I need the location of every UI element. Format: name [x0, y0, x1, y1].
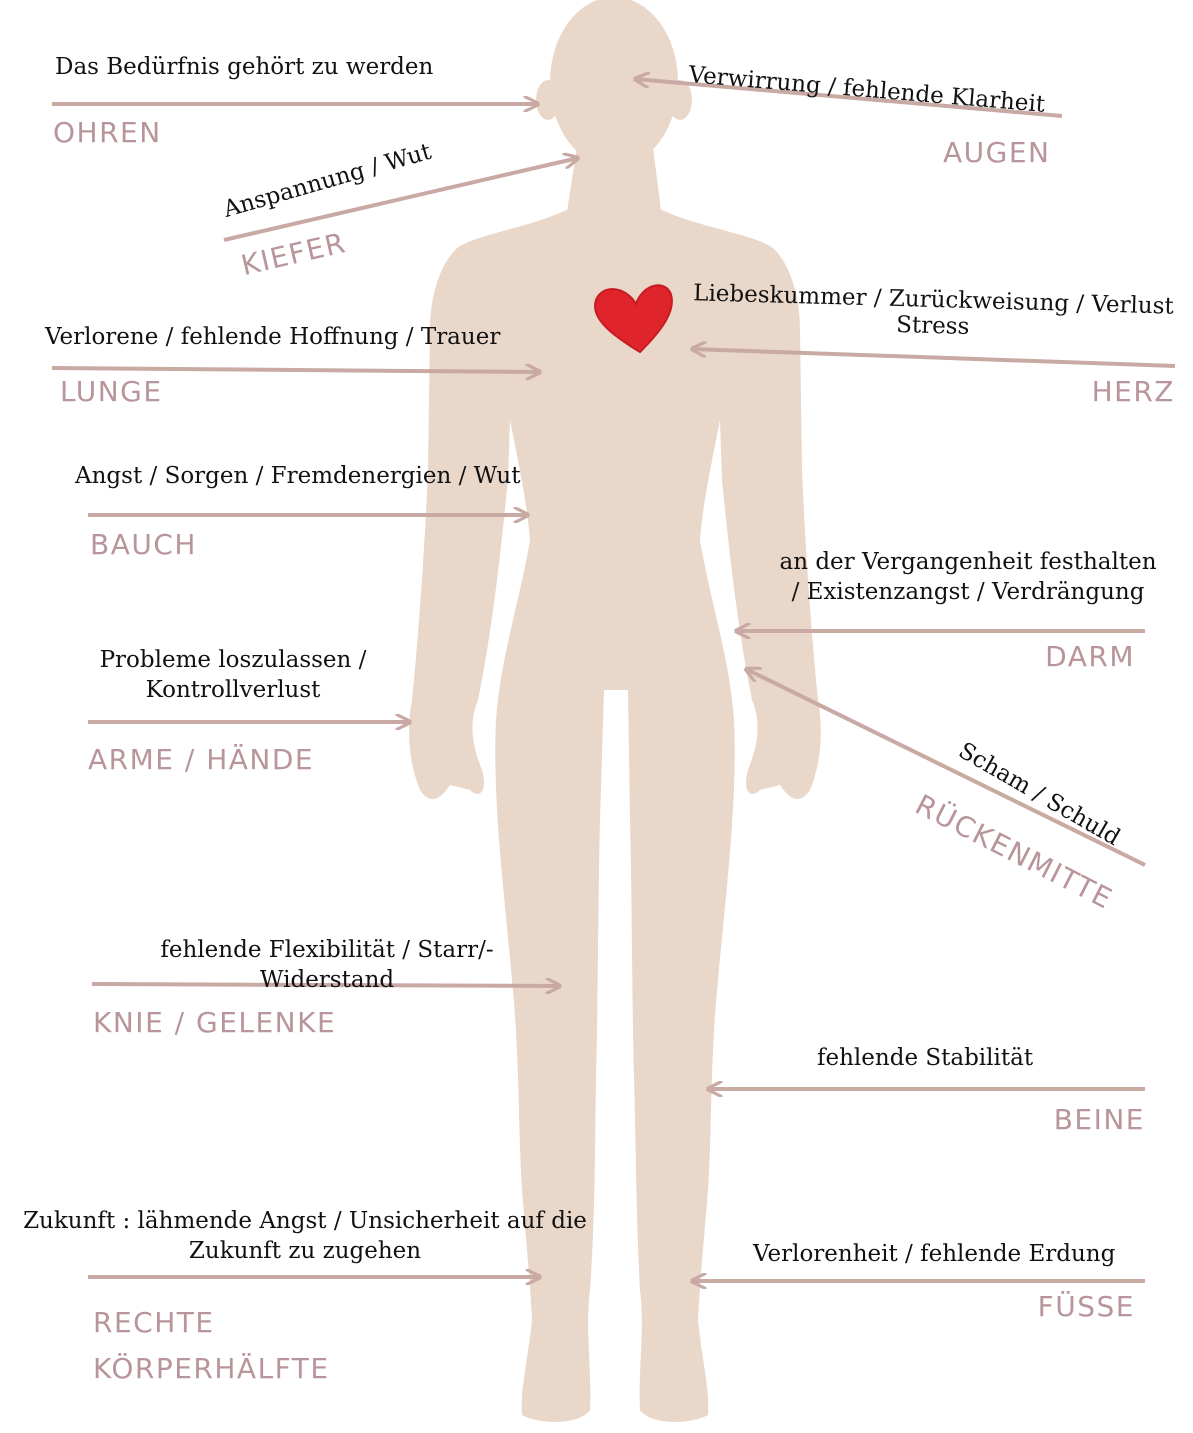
- knie-label: KNIE / GELENKE: [93, 1006, 336, 1040]
- beine-label: BEINE: [970, 1103, 1145, 1137]
- darm-description-line: / Existenzangst / Verdrängung: [768, 577, 1168, 607]
- lunge-description: Verlorene / fehlende Hoffnung / Trauer: [45, 322, 500, 352]
- darm-label: DARM: [960, 640, 1135, 674]
- knie-description-line: fehlende Flexibilität / Starr/-: [142, 935, 512, 965]
- arme-description: Probleme loszulassen / Kontrollverlust: [88, 645, 378, 705]
- rechte-description-line: Zukunft : lähmende Angst / Unsicherheit …: [10, 1206, 600, 1236]
- knie-description: fehlende Flexibilität / Starr/- Widersta…: [142, 935, 512, 995]
- rechte-description-line: Zukunft zu zugehen: [10, 1236, 600, 1266]
- neck-shape: [566, 140, 662, 218]
- darm-description: an der Vergangenheit festhalten / Existe…: [768, 547, 1168, 607]
- ohren-description: Das Bedürfnis gehört zu werden: [55, 52, 433, 82]
- beine-description: fehlende Stabilität: [817, 1043, 1033, 1073]
- left-ear-shape: [536, 80, 560, 120]
- fuesse-description-line: Verlorenheit / fehlende Erdung: [753, 1239, 1115, 1269]
- rechte-label-line: KÖRPERHÄLFTE: [93, 1346, 330, 1392]
- ohren-description-line: Das Bedürfnis gehört zu werden: [55, 52, 433, 82]
- arme-description-line: Kontrollverlust: [88, 675, 378, 705]
- bauch-description: Angst / Sorgen / Fremdenergien / Wut: [75, 461, 520, 491]
- beine-description-line: fehlende Stabilität: [817, 1043, 1033, 1073]
- fuesse-description: Verlorenheit / fehlende Erdung: [753, 1239, 1115, 1269]
- bauch-description-line: Angst / Sorgen / Fremdenergien / Wut: [75, 461, 520, 491]
- ohren-label: OHREN: [53, 116, 162, 150]
- arme-label: ARME / HÄNDE: [88, 743, 314, 777]
- bauch-label: BAUCH: [90, 528, 197, 562]
- augen-label: AUGEN: [943, 136, 1050, 170]
- rechte-label: RECHTE KÖRPERHÄLFTE: [93, 1300, 330, 1392]
- darm-description-line: an der Vergangenheit festhalten: [768, 547, 1168, 577]
- knie-description-line: Widerstand: [142, 965, 512, 995]
- rechte-label-line: RECHTE: [93, 1300, 330, 1346]
- lunge-description-line: Verlorene / fehlende Hoffnung / Trauer: [45, 322, 500, 352]
- rechte-description: Zukunft : lähmende Angst / Unsicherheit …: [10, 1206, 600, 1266]
- fuesse-label: FÜSSE: [960, 1290, 1135, 1324]
- arme-description-line: Probleme loszulassen /: [88, 645, 378, 675]
- lunge-label: LUNGE: [60, 375, 163, 409]
- herz-label: HERZ: [1000, 375, 1175, 409]
